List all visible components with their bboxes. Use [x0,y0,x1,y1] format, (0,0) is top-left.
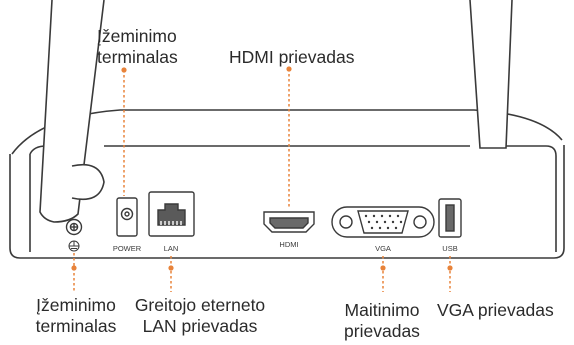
callout-ground-bottom-line1: Įžeminimo [36,295,116,315]
device-body [9,109,565,259]
callout-lan-bottom: Greitojo eterneto LAN prievadas [122,295,278,337]
left-antenna [39,0,105,223]
callout-ground-bottom-line2: terminalas [35,316,117,336]
ground-terminal [65,218,83,236]
vga-pins [364,214,403,230]
vga-port-label: VGA [375,244,391,253]
ground-symbol-icon [68,240,80,252]
callout-ground-top-line1: Įžeminimo [97,26,177,46]
power-port [116,197,138,237]
callout-ground-bottom: Įžeminimo terminalas [28,295,124,337]
callout-vga-bottom-text: VGA prievadas [437,300,554,320]
callout-power-bottom-line1: Maitinimo [344,300,420,320]
callout-hdmi-top: HDMI prievadas [229,47,354,68]
callout-ground-top: Įžeminimo terminalas [97,26,178,68]
callout-power-bottom-line2: prievadas [344,321,420,341]
usb-port-label: USB [442,244,457,253]
callout-hdmi-top-text: HDMI prievadas [229,47,355,67]
usb-port [438,198,462,238]
callout-power-bottom: Maitinimo prievadas [334,300,430,342]
right-antenna [469,0,513,149]
lan-port [148,191,195,237]
callout-ground-top-line2: terminalas [97,47,178,67]
leader-lines [71,66,453,292]
hdmi-port-label: HDMI [279,240,298,249]
power-port-label: POWER [113,244,142,253]
vga-port [331,206,435,238]
callout-lan-bottom-line1: Greitojo eterneto [134,295,266,315]
lan-port-label: LAN [164,244,179,253]
callout-lan-bottom-line2: LAN prievadas [142,316,258,336]
callout-vga-bottom: VGA prievadas [437,300,554,321]
hdmi-port [263,211,315,233]
